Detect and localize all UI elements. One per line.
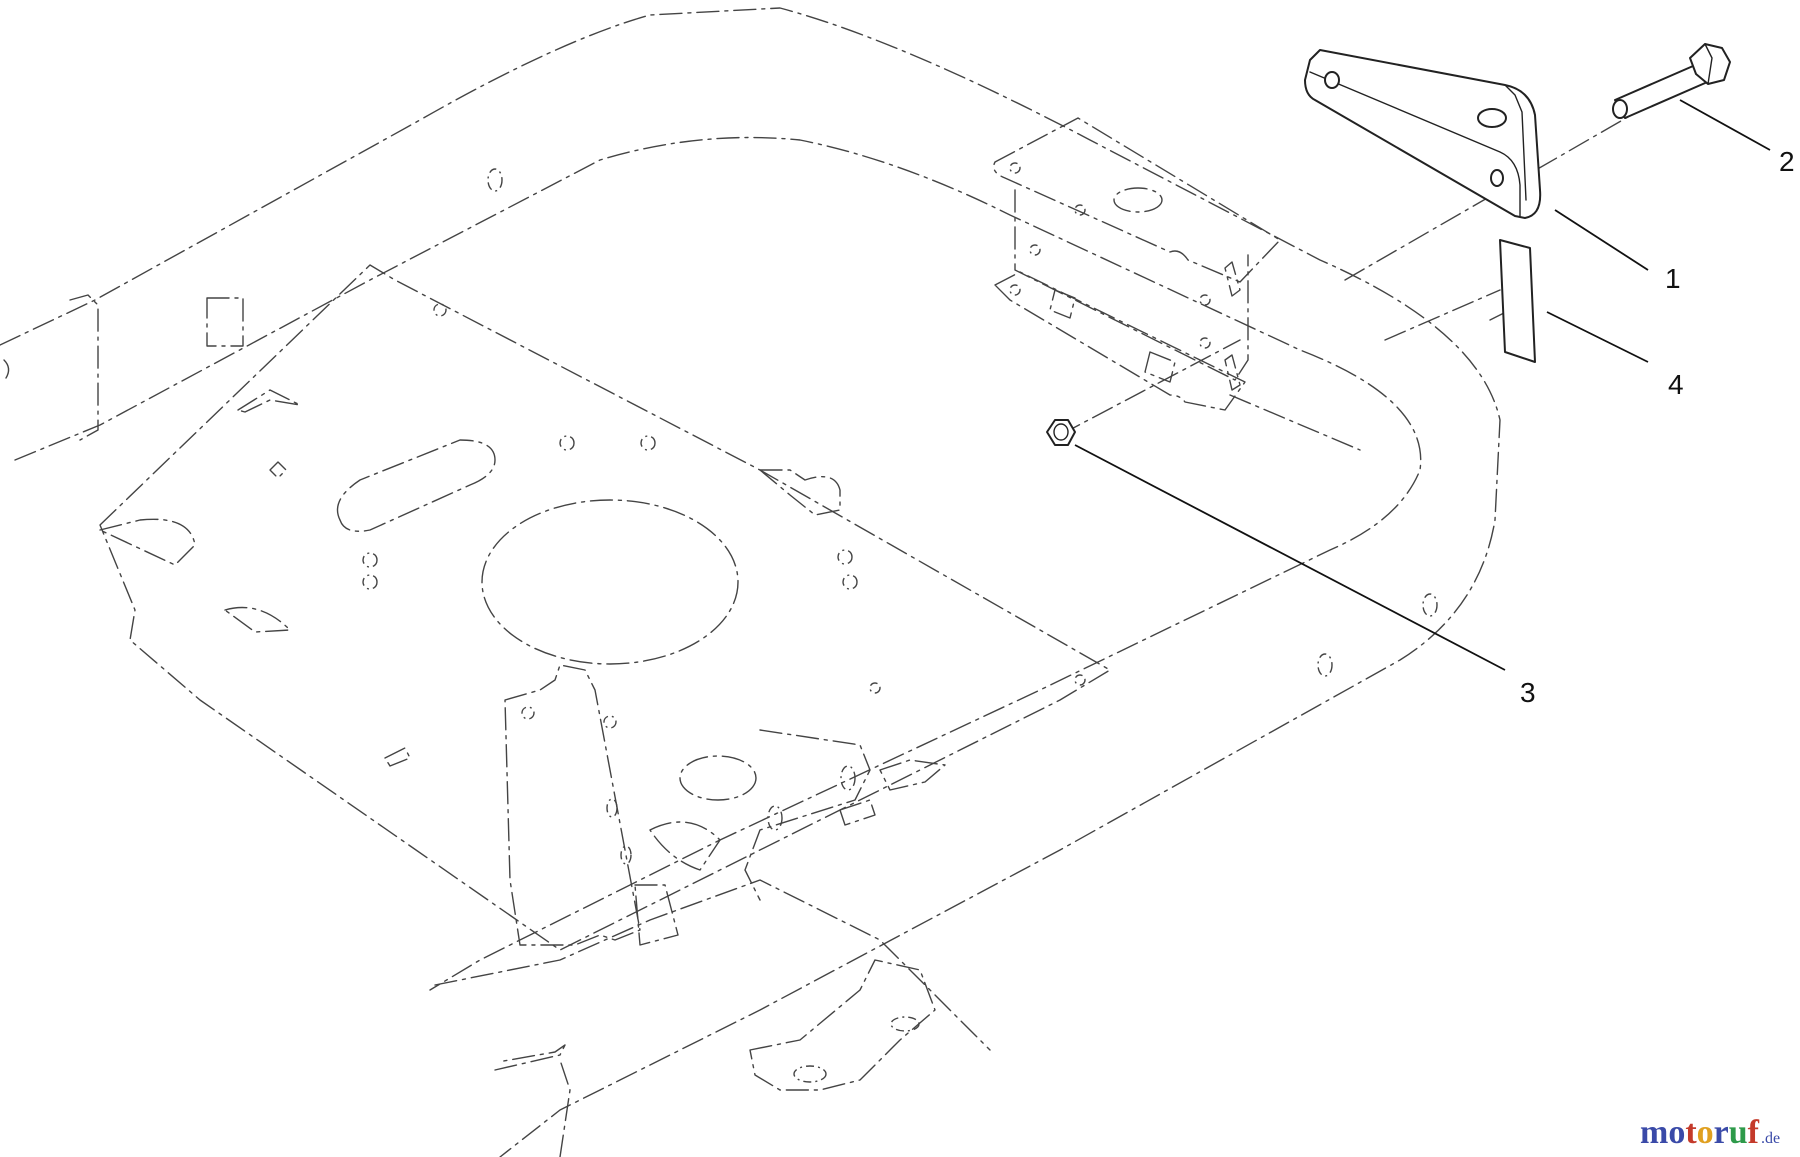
watermark-letter: m: [1640, 1114, 1668, 1151]
part-decal: [1499, 239, 1536, 363]
leader-lines: [1074, 99, 1771, 671]
callout-2: 2: [1779, 146, 1795, 177]
leader-line-1: [1554, 209, 1649, 271]
svg-text:motoruf: motoruf: [1640, 1114, 1760, 1151]
watermark-letter: f: [1748, 1114, 1760, 1151]
watermark-letter: u: [1729, 1114, 1748, 1151]
floor-plate-phantom: [99, 168, 1438, 1091]
assembly-lines: [1059, 109, 1641, 451]
callout-4: 4: [1668, 369, 1684, 400]
leader-line-2: [1679, 99, 1771, 151]
leader-line-4: [1546, 311, 1649, 363]
frame-phantom: [0, 7, 1501, 1157]
part-nut: [1046, 419, 1076, 446]
watermark-letter: o: [1697, 1114, 1714, 1151]
watermark-letter: r: [1714, 1114, 1729, 1151]
callouts: 1 2 3 4: [1520, 146, 1795, 708]
mount-bracket-phantom: [993, 117, 1281, 411]
part-bolt: [1612, 43, 1731, 119]
watermark-suffix: .de: [1761, 1130, 1780, 1147]
watermark-letter: t: [1685, 1114, 1697, 1151]
callout-1: 1: [1665, 263, 1681, 294]
watermark-logo: motoruf .de: [1640, 1114, 1780, 1151]
part-bracket: [1304, 49, 1542, 219]
watermark-letter: o: [1668, 1114, 1685, 1151]
callout-3: 3: [1520, 677, 1536, 708]
leader-line-3: [1074, 444, 1506, 671]
